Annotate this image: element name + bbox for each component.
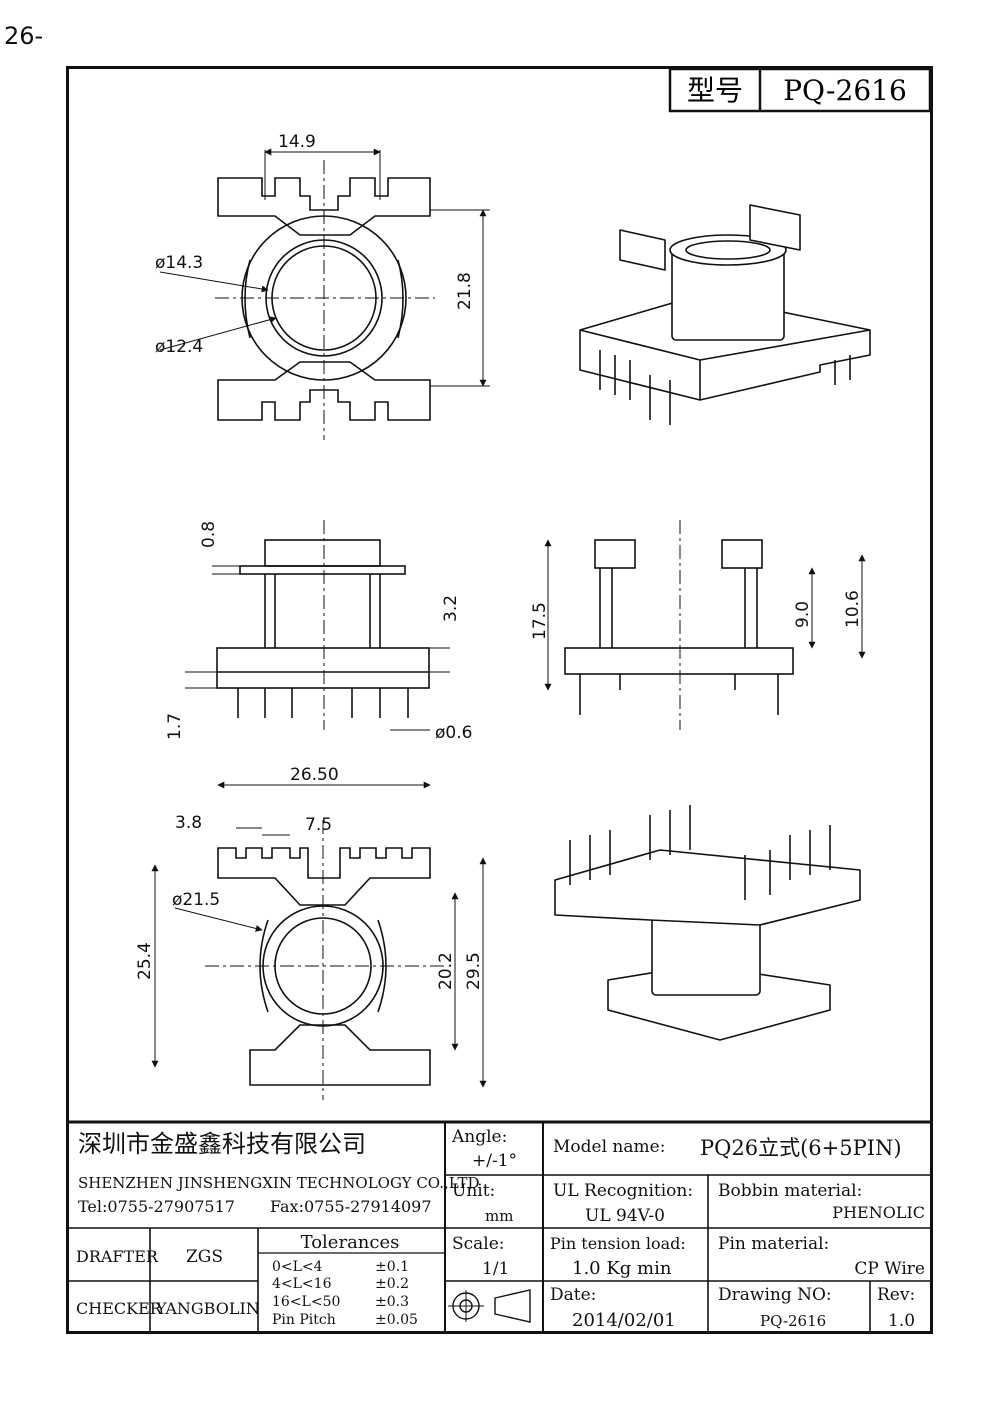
scale-label: Scale: [452,1234,505,1254]
ul-label: UL Recognition: [553,1181,693,1201]
model-header: 型号 PQ-2616 [668,67,932,113]
dim-c: ø12.4 [155,337,203,357]
rev-value: 1.0 [888,1311,915,1331]
pin-tension-value: 1.0 Kg min [572,1258,672,1279]
dim-h: ø0.6 [435,723,472,743]
isometric-view-bottom [554,805,861,1041]
dim-l: 25.4 [135,942,155,980]
tel: Tel:0755-27907517 [78,1197,235,1216]
bobbin-label: Bobbin material: [718,1181,862,1201]
tol-value-0: ±0.1 [375,1259,409,1275]
tolerances-title: Tolerances [301,1232,400,1253]
side-view [544,520,866,730]
title-block-grid [66,1120,933,1334]
drafter-label: DRAFTER [76,1247,159,1266]
dim-m: 20.2 [436,952,456,990]
rev-label: Rev: [877,1285,915,1305]
front-view [185,520,450,731]
dim-q: 9.0 [793,601,813,628]
dim-i: 3.8 [175,813,202,833]
tol-value-3: ±0.05 [375,1312,418,1328]
top-view [159,148,490,440]
top-view-labels: 14.9 ø14.3 ø12.4 21.8 [155,132,475,357]
dim-b: ø14.3 [155,253,203,273]
header-model: PQ-2616 [783,74,907,107]
dim-p: 17.5 [530,602,550,640]
tol-range-0: 0<L<4 [272,1259,323,1275]
company-cn: 深圳市金盛鑫科技有限公司 [78,1130,366,1158]
dim-a: 14.9 [278,132,316,152]
tol-value-1: ±0.2 [375,1276,409,1292]
angle-label: Angle: [451,1127,507,1147]
title-block-text: 深圳市金盛鑫科技有限公司 SHENZHEN JINSHENGXIN TECHNO… [76,1127,925,1331]
dim-r: 10.6 [843,590,863,628]
tol-range-3: Pin Pitch [272,1312,336,1328]
checker-label: CHECKER [76,1299,163,1318]
side-view-labels: 17.5 9.0 10.6 [530,590,863,640]
angle-value: +/-1° [472,1151,517,1171]
dim-d: 21.8 [455,272,475,310]
dim-j: 7.5 [305,815,332,835]
pin-material-value: CP Wire [854,1259,925,1279]
model-name-label: Model name: [553,1137,665,1157]
pin-tension-label: Pin tension load: [550,1234,686,1253]
unit-value: mm [485,1207,513,1225]
bobbin-value: PHENOLIC [832,1203,925,1222]
scale-value: 1/1 [482,1259,509,1279]
drawing-no-value: PQ-2616 [760,1312,826,1330]
ul-value: UL 94V-0 [585,1206,665,1226]
dim-e: 0.8 [199,521,219,548]
tol-value-2: ±0.3 [375,1294,409,1310]
page-number: 26- [4,22,44,50]
checker-value: YANGBOLIN [155,1299,260,1318]
tol-range-1: 4<L<16 [272,1276,332,1292]
tol-range-2: 16<L<50 [272,1294,340,1310]
unit-label: Unit: [452,1181,495,1201]
date-value: 2014/02/01 [572,1310,676,1331]
pin-material-label: Pin material: [718,1234,829,1254]
model-name-value: PQ26立式(6+5PIN) [700,1136,902,1160]
isometric-view-top [579,204,871,425]
dim-k: ø21.5 [172,890,220,910]
bottom-view-labels: 26.50 3.8 7.5 ø21.5 25.4 20.2 29.5 [135,765,484,990]
dim-o: 26.50 [290,765,339,785]
front-view-labels: 0.8 3.2 1.7 ø0.6 [165,521,472,743]
drawing-no-label: Drawing NO: [718,1285,832,1305]
drafter-value: ZGS [186,1247,223,1267]
header-label: 型号 [687,74,743,107]
dim-n: 29.5 [464,952,484,990]
date-label: Date: [550,1285,596,1305]
drawing-frame [66,66,933,1334]
fax: Fax:0755-27914097 [270,1197,432,1216]
company-en: SHENZHEN JINSHENGXIN TECHNOLOGY CO.,LTD [78,1174,480,1192]
bottom-view [151,781,487,1100]
dim-g: 1.7 [165,713,185,740]
dim-f: 3.2 [441,595,461,622]
